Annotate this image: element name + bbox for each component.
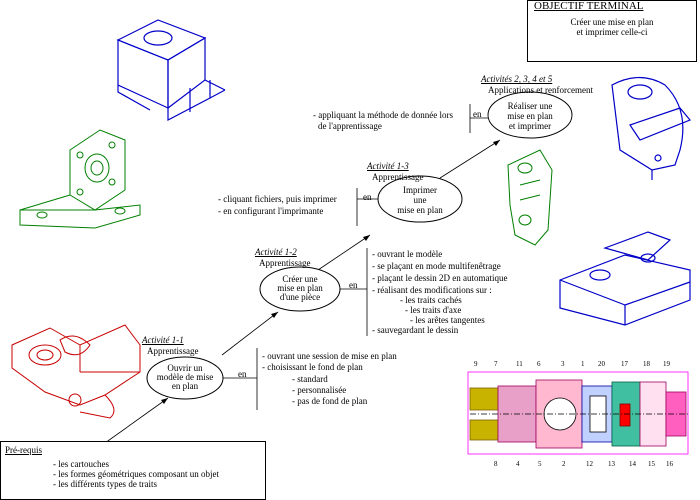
arrow-act11-to-act12 xyxy=(221,311,279,356)
assembly-number: 19 xyxy=(663,360,670,368)
act25-heading: Activités 2, 3, 4 et 5 xyxy=(481,74,553,84)
act12-link: en xyxy=(349,280,358,290)
arrow-act12-to-act13 xyxy=(317,234,371,271)
act11-heading: Activité 1-1 xyxy=(142,335,184,345)
green-part-left xyxy=(19,129,141,229)
assembly-number: 2 xyxy=(562,460,566,468)
assembly-drawing xyxy=(467,371,689,455)
en-links xyxy=(223,104,488,410)
act11-item-1: - ouvrant une session de mise en plan xyxy=(262,351,397,361)
act25-bubble-l2: mise en plan xyxy=(507,111,553,121)
act11-bubble-l2: modèle de mise xyxy=(156,372,214,382)
assembly-number: 4 xyxy=(516,460,520,468)
assembly-number: 8 xyxy=(494,460,498,468)
assembly-number: 7 xyxy=(494,360,498,368)
act13-type: Apprentissage xyxy=(372,172,424,182)
act12-bubble-l2: mise en plan xyxy=(277,283,323,293)
assembly-number: 5 xyxy=(538,460,542,468)
green-slot-part xyxy=(507,149,553,246)
act13-link: en xyxy=(363,192,372,202)
assembly-number: 3 xyxy=(561,360,565,368)
act12-bubble-l1: Créer une xyxy=(282,274,318,284)
prereq-title: Pré-requis xyxy=(5,445,42,455)
blue-part-top xyxy=(116,19,226,121)
act12-bubble-l3: d'une pièce xyxy=(279,292,321,302)
prereq-item-3: - les différents types de traits xyxy=(53,479,158,489)
prereq-item-1: - les cartouches xyxy=(53,459,109,469)
act12-sub-2: - les traits d'axe xyxy=(405,305,462,315)
prerequisites-box: Pré-requis - les cartouches - les formes… xyxy=(0,441,266,500)
act11-bubble-l1: Ouvrir un xyxy=(167,363,203,373)
act25-type: Applications et renforcement xyxy=(488,85,593,95)
act11-sub-3: - pas de fond de plan xyxy=(292,396,368,406)
act13-bubble-l1: Imprimer xyxy=(403,185,437,195)
red-part-left xyxy=(11,324,141,419)
act25-item-1: - appliquant la méthode de donnée lors xyxy=(313,110,453,120)
arrow-heads xyxy=(161,140,500,404)
act12-item-3: - plaçant le dessin 2D en automatique xyxy=(372,273,508,283)
act11-link: en xyxy=(238,369,247,379)
assembly-number: 9 xyxy=(474,360,478,368)
act25-bubble-l1: Réaliser une xyxy=(507,101,553,111)
blue-hook-part xyxy=(611,76,691,180)
assembly-number: 13 xyxy=(608,460,615,468)
act11-sub-1: - standard xyxy=(292,374,328,384)
act12-type: Apprentissage xyxy=(259,258,311,268)
flow-arrows xyxy=(104,139,501,444)
act25-item-2: de l'apprentissage xyxy=(318,121,382,131)
bubble-act25 xyxy=(487,91,573,139)
objective-line1: Créer une mise en plan xyxy=(570,17,654,27)
act11-item-2: - choisissant le fond de plan xyxy=(262,362,363,372)
act25-bubble-l3: et imprimer xyxy=(508,121,552,131)
assembly-number: 16 xyxy=(666,460,673,468)
act12-sub-1: - les traits cachés xyxy=(400,295,462,305)
act25-link: en xyxy=(473,109,482,119)
act11-bubble-l3: en plan xyxy=(171,381,199,391)
objective-title: OBJECTIF TERMINAL xyxy=(534,0,644,12)
act12-sub-3: - les arêtes tangentes xyxy=(410,315,485,325)
assembly-number: 18 xyxy=(643,360,650,368)
objective-box: OBJECTIF TERMINAL Créer une mise en plan… xyxy=(527,0,697,62)
blue-base-part xyxy=(559,231,691,326)
assembly-number: 15 xyxy=(648,460,655,468)
assembly-number: 20 xyxy=(598,360,605,368)
assembly-number: 14 xyxy=(629,460,636,468)
act12-item-2: - se plaçant en mode multifenêtrage xyxy=(372,261,501,271)
arrow-prereq-to-act11 xyxy=(104,397,169,444)
assembly-number: 12 xyxy=(586,460,593,468)
act11-sub-2: - personnalisée xyxy=(292,385,347,395)
act13-bubble-l3: mise en plan xyxy=(397,205,443,215)
act12-item-1: - ouvrant le modèle xyxy=(372,249,443,259)
act12-item-4: - réalisant des modifications sur : xyxy=(372,285,492,295)
assembly-number: 11 xyxy=(516,360,523,368)
act13-item-2: - en configurant l'imprimante xyxy=(218,206,324,216)
objective-line2: et imprimer celle-ci xyxy=(576,27,648,37)
act13-heading: Activité 1-3 xyxy=(367,161,409,171)
arrow-act13-to-act25 xyxy=(439,139,501,179)
act12-heading: Activité 1-2 xyxy=(255,247,297,257)
act12-last: - sauvegardant le dessin xyxy=(372,325,459,335)
prereq-item-2: - les formes géométriques composant un o… xyxy=(53,469,219,479)
act11-type: Apprentissage xyxy=(147,346,199,356)
assembly-number: 17 xyxy=(621,360,628,368)
act13-bubble-l2: une xyxy=(413,195,427,205)
assembly-number: 1 xyxy=(581,360,585,368)
assembly-number: 6 xyxy=(537,360,541,368)
act13-item-1: - cliquant fichiers, puis imprimer xyxy=(218,194,337,204)
